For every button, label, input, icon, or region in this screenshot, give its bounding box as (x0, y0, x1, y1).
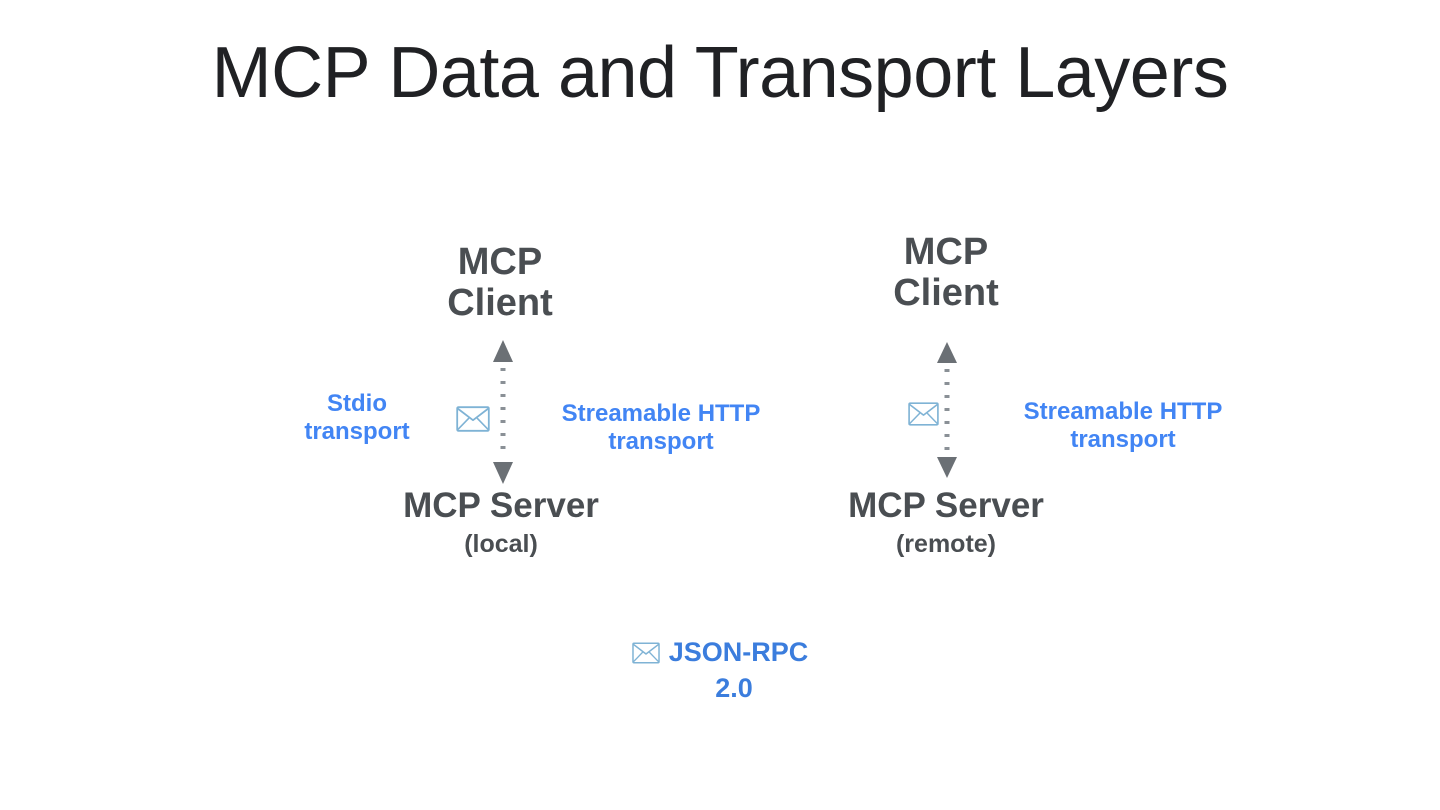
node-mcp-client-remote: MCP Client (893, 231, 999, 315)
envelope-icon-local (456, 406, 490, 432)
legend-json-rpc: JSON-RPC 2.0 (0, 636, 1440, 706)
page-title: MCP Data and Transport Layers (211, 33, 1229, 113)
transport-label-stdio: Stdio transport (304, 390, 410, 446)
node-mcp-server-local-sublabel: (local) (464, 530, 538, 558)
node-mcp-server-local: MCP Server (403, 486, 599, 525)
transport-label-streamable-http-local: Streamable HTTP transport (561, 400, 761, 456)
legend-label-line2: 2.0 (715, 672, 753, 703)
connector-local (479, 338, 527, 491)
dotted-double-arrow-icon (493, 340, 513, 484)
connector-remote (923, 340, 971, 485)
node-mcp-server-remote: MCP Server (848, 486, 1044, 525)
envelope-icon-remote (908, 402, 939, 426)
node-mcp-client-local: MCP Client (447, 241, 553, 325)
envelope-icon-legend (631, 642, 660, 664)
transport-label-streamable-http-remote: Streamable HTTP transport (1023, 398, 1223, 454)
legend-label-line1: JSON-RPC (668, 637, 809, 667)
legend-row: JSON-RPC (631, 636, 809, 670)
node-mcp-server-remote-sublabel: (remote) (895, 530, 996, 558)
dotted-double-arrow-icon (937, 342, 957, 478)
